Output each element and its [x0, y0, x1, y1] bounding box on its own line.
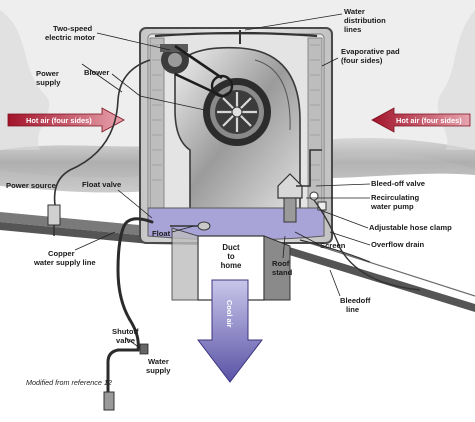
label-recirculating-line2: water pump: [370, 202, 414, 211]
label-evaporative-pad-line1: Evaporative pad: [341, 47, 400, 56]
label-power-supply-line2: supply: [36, 78, 61, 87]
recirculating-pump-icon: [277, 149, 327, 223]
label-copper-line1: Copper: [48, 249, 75, 258]
label-recirculating-line1: Recirculating: [371, 193, 419, 202]
label-shutoff-line1: Shutoff: [112, 327, 139, 336]
label-float-valve: Float valve: [82, 180, 121, 189]
label-bleed-off-valve: Bleed-off valve: [371, 179, 425, 188]
leader-lines: [74, 13, 371, 349]
label-duct-line3: home: [221, 261, 242, 270]
label-duct-line1: Duct: [222, 243, 240, 252]
label-water-distribution-line1: Water: [344, 7, 365, 16]
label-cool-air: Cool air: [225, 300, 234, 328]
label-screen: Screen: [320, 241, 346, 250]
label-copper-line2: water supply line: [33, 258, 96, 267]
hot-air-arrow-right: [371, 107, 471, 133]
label-bleedoff-line1: Bleedoff: [340, 296, 371, 305]
electric-motor-icon: [160, 44, 234, 98]
label-shutoff-line2: valve: [116, 336, 135, 345]
label-two-speed-motor-line2: electric motor: [45, 33, 95, 42]
label-blower: Blower: [84, 68, 109, 77]
bleedoff-line: [299, 199, 421, 291]
label-water-supply-line2: supply: [146, 366, 171, 375]
cool-air-arrow: [196, 279, 264, 383]
label-water-supply-line1: Water: [148, 357, 169, 366]
label-water-distribution-line3: lines: [344, 25, 361, 34]
hot-air-arrow-left: [7, 107, 125, 133]
label-overflow-drain: Overflow drain: [371, 240, 425, 249]
label-float: Float: [152, 229, 171, 238]
label-water-distribution-line2: distribution: [344, 16, 386, 25]
label-power-supply-line1: Power: [36, 69, 59, 78]
figure-caption: Modified from reference 12: [26, 378, 112, 387]
label-duct-line2: to: [227, 252, 235, 261]
label-two-speed-motor-line1: Two-speed: [53, 24, 92, 33]
label-hot-air-left: Hot air (four sides): [26, 116, 92, 125]
label-roof-stand-line1: Roof: [272, 259, 290, 268]
copper-water-supply-line: [103, 217, 154, 411]
label-roof-stand-line2: stand: [272, 268, 293, 277]
label-power-source: Power source: [6, 181, 56, 190]
water-reservoir: [147, 207, 325, 241]
label-evaporative-pad-line2: (four sides): [341, 56, 383, 65]
label-bleedoff-line2: line: [346, 305, 359, 314]
power-supply-cable: [47, 59, 151, 236]
label-adjustable-hose-clamp: Adjustable hose clamp: [369, 223, 452, 232]
label-hot-air-right: Hot air (four sides): [396, 116, 462, 125]
